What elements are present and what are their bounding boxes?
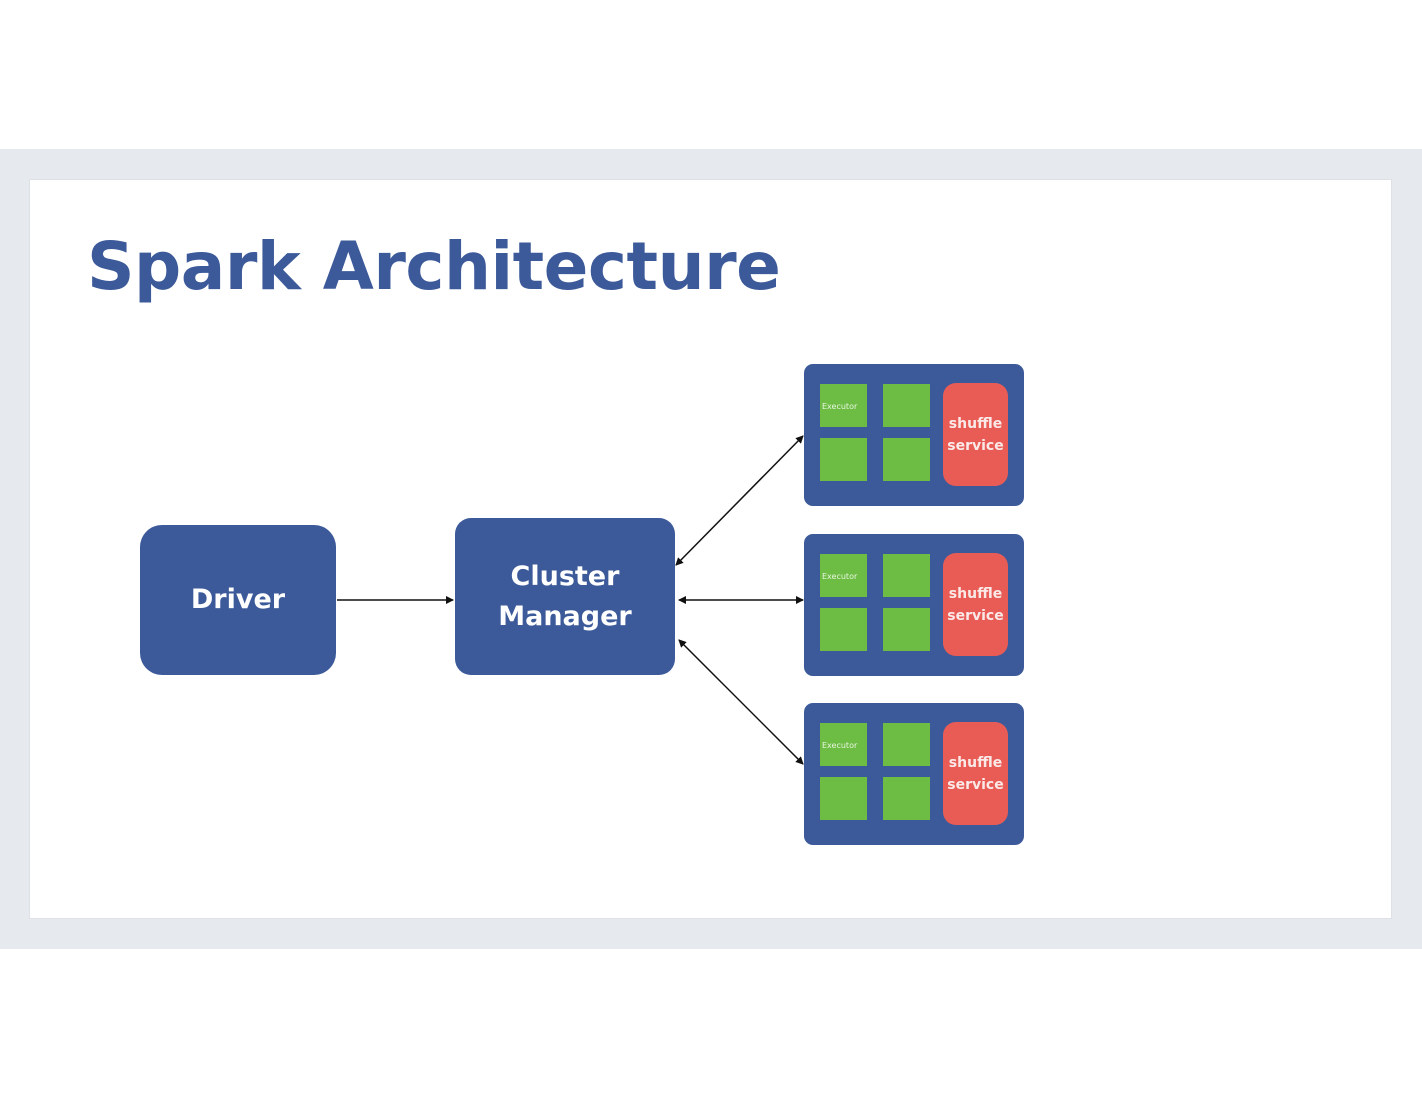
shuffle-service: shuffle service [943,383,1008,486]
executor-slot [883,777,930,820]
executor-slot: Executor [820,723,867,766]
executor-label: Executor [822,402,858,411]
shuffle-service: shuffle service [943,722,1008,825]
arrow-cluster-manager-worker-1 [675,435,804,566]
shuffle-label-line2: service [947,607,1004,624]
shuffle-label-line2: service [947,437,1004,454]
worker-node-3: Executor shuffle service [804,703,1024,845]
executor-slot [883,554,930,597]
executor-slot [883,723,930,766]
executor-slot [883,384,930,427]
slide-title: Spark Architecture [87,228,781,305]
arrow-cluster-manager-worker-3 [678,639,804,765]
executor-slot [883,438,930,481]
worker-node-2: Executor shuffle service [804,534,1024,676]
shuffle-service: shuffle service [943,553,1008,656]
executor-slot: Executor [820,384,867,427]
cluster-manager-node: Cluster Manager [455,518,675,675]
executor-label: Executor [822,572,858,581]
driver-node: Driver [140,525,336,675]
shuffle-label-line1: shuffle [948,415,1003,432]
driver-label: Driver [190,584,286,615]
cluster-manager-label-line1: Cluster [510,560,620,592]
shuffle-label-line1: shuffle [948,585,1003,602]
executor-label: Executor [822,741,858,750]
shuffle-label-line1: shuffle [948,754,1003,771]
worker-node-1: Executor shuffle service [804,364,1024,506]
cluster-manager-label-line2: Manager [498,600,632,632]
executor-slot [883,608,930,651]
executor-slot [820,777,867,820]
executor-slot [820,608,867,651]
executor-slot: Executor [820,554,867,597]
executor-slot [820,438,867,481]
shuffle-label-line2: service [947,776,1004,793]
